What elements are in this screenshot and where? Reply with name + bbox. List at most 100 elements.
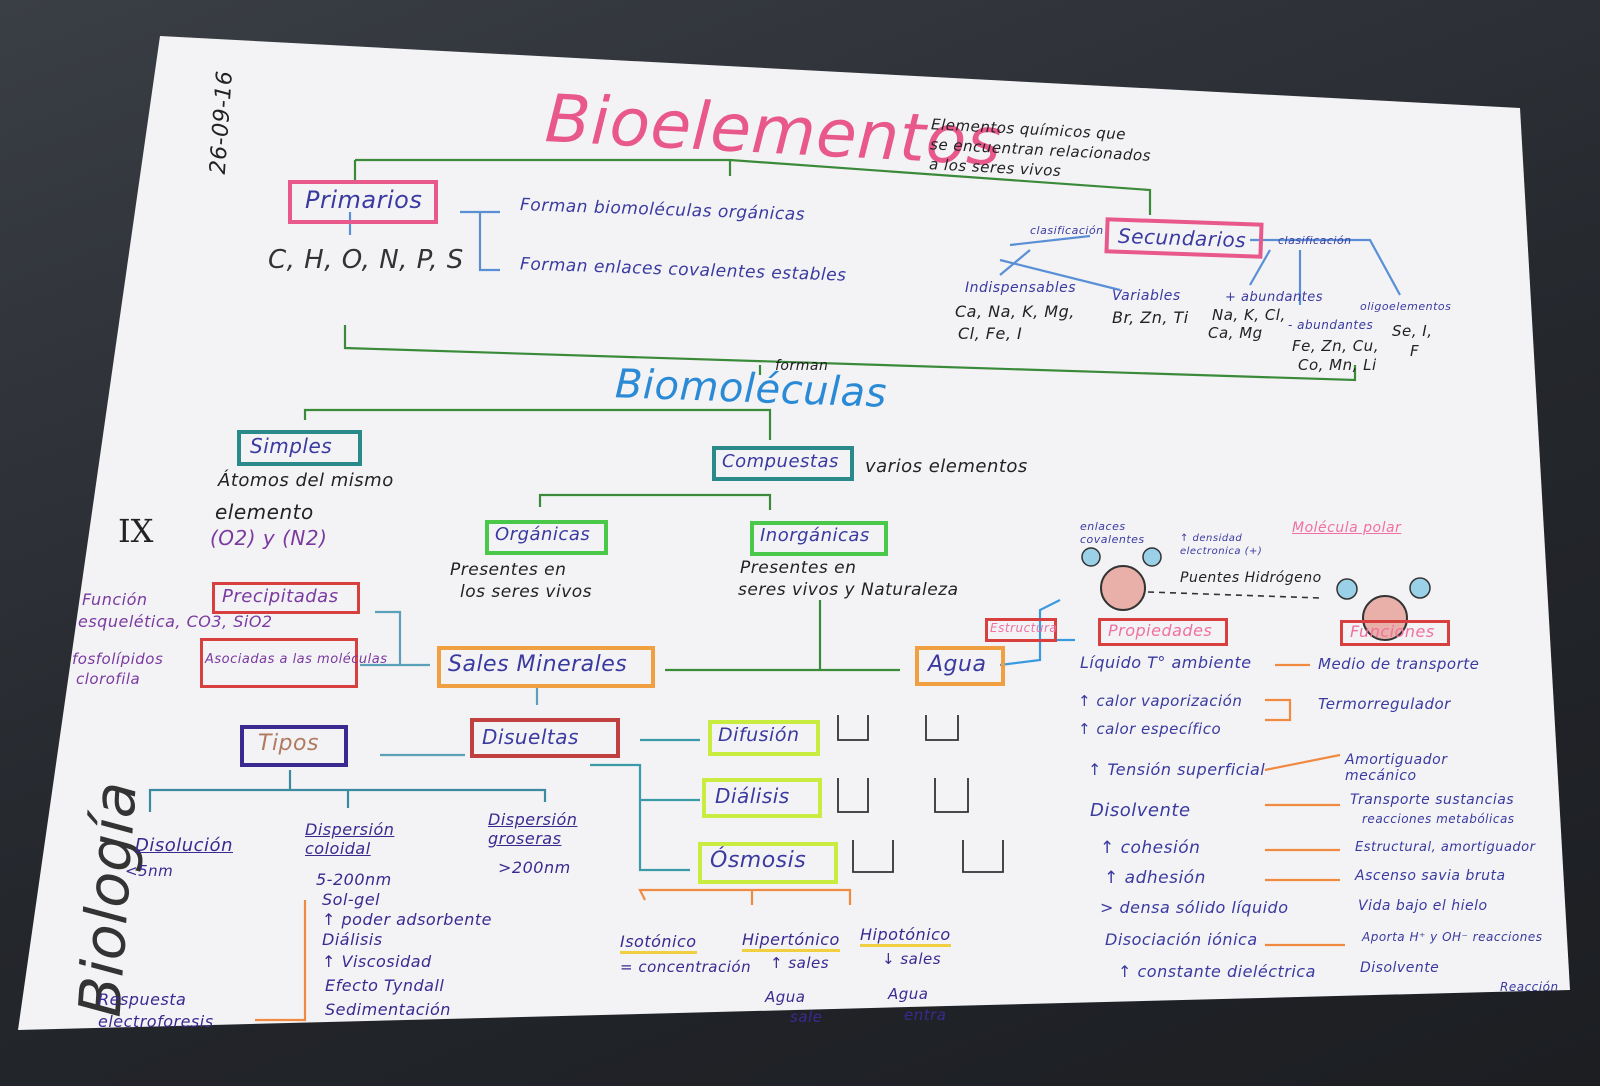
respuesta-note: electroforesis (98, 1012, 214, 1031)
estructura-box (985, 618, 1057, 642)
inorganicas-note-2: seres vivos y Naturaleza (738, 580, 959, 600)
water-property: Disociación iónica (1105, 930, 1258, 949)
water-property: ↑ cohesión (1100, 838, 1201, 858)
simples-box (237, 430, 362, 466)
compuestas-label: Compuestas (722, 451, 839, 472)
beaker-icons (837, 715, 1004, 873)
hipertonico-label: Hipertónico (742, 930, 840, 952)
agua-box (915, 646, 1005, 686)
water-function: Vida bajo el hielo (1358, 898, 1488, 914)
tipos-box (240, 725, 348, 767)
compuestas-note: varios elementos (865, 456, 1028, 477)
osmosis-label: Ósmosis (710, 848, 807, 873)
group-oligoelementos-items: Se, I, (1392, 322, 1433, 340)
simples-note-3: (O2) y (N2) (210, 526, 328, 550)
water-function: reacciones metabólicas (1362, 812, 1515, 826)
water-function: Ascenso savia bruta (1355, 868, 1506, 884)
inorganicas-note-1: Presentes en (740, 558, 857, 578)
simples-note-2: elemento (215, 500, 314, 524)
water-function: Estructural, amortiguador (1355, 840, 1536, 855)
agua-label: Agua (928, 652, 987, 677)
asociadas-label: Asociadas a las moléculas (205, 652, 388, 667)
coloidal-prop: Efecto Tyndall (325, 976, 445, 995)
inorganicas-label: Inorgánicas (760, 525, 870, 546)
water-molecule-left (1081, 547, 1162, 611)
simples-note-1: Átomos del mismo (218, 470, 394, 491)
connector-lines (148, 158, 1401, 1022)
organicas-box (485, 520, 608, 555)
organicas-note-2: los seres vivos (460, 582, 593, 602)
asociadas-note-2: clorofila (76, 670, 141, 688)
group-oligoelementos-items: F (1410, 342, 1420, 360)
roman-numeral: IX (118, 512, 154, 550)
water-property: ↑ calor vaporización (1078, 692, 1243, 710)
compuestas-box (712, 446, 854, 481)
water-function: Reacción (1500, 980, 1559, 994)
biomoleculas-title: Biomoléculas (614, 361, 888, 417)
group-variables-items: Br, Zn, Ti (1112, 308, 1189, 327)
enlaces-label: enlaces covalentes (1080, 520, 1145, 546)
sales-minerales-box (437, 646, 655, 688)
hipertonico-note: sale (790, 1008, 823, 1026)
electronica-label: electronica (+) (1180, 546, 1263, 557)
water-function: Disolvente (1360, 960, 1440, 976)
secundarios-label: Secundarios (1117, 223, 1247, 253)
organicas-label: Orgánicas (495, 524, 591, 545)
coloidal-prop: Sol-gel (322, 890, 381, 909)
primarios-label: Primarios (305, 186, 423, 214)
group-variables: Variables (1112, 288, 1181, 304)
dispersion-coloidal-label: Dispersión coloidal (305, 820, 395, 858)
precipitadas-box (212, 582, 360, 614)
water-molecule-right (1336, 577, 1431, 641)
funcion-note: esquelética, CO3, SiO2 (78, 612, 273, 631)
disueltas-box (470, 718, 620, 758)
dispersion-groseras-size: >200nm (498, 858, 571, 877)
coloidal-prop: ↑ poder adsorbente (322, 910, 493, 929)
organicas-note-1: Presentes en (450, 560, 567, 580)
disueltas-label: Disueltas (482, 725, 579, 749)
disolucion-label: Disolución (135, 835, 233, 856)
group-mas-abundantes-items: Na, K, Cl, (1212, 306, 1286, 324)
isotonico-label: Isotónico (620, 932, 697, 954)
funcion-label: Función (82, 590, 148, 609)
molecula-polar-label: Molécula polar (1292, 520, 1402, 536)
paper-sheet (18, 36, 1570, 1030)
tipos-label: Tipos (258, 731, 319, 756)
estructura-label: Estructura (990, 621, 1058, 635)
water-property: > densa sólido líquido (1100, 898, 1289, 917)
coloidal-prop: Sedimentación (325, 1000, 451, 1019)
hipertonico-note: Agua (765, 988, 806, 1006)
primarios-box (288, 180, 438, 224)
secundarios-left-tag: clasificación (1030, 224, 1104, 237)
dialisis-label: Diálisis (715, 784, 790, 808)
densidad-label: ↑ densidad (1180, 533, 1243, 544)
primarios-elements: C, H, O, N, P, S (268, 245, 464, 275)
group-mas-abundantes-items: Ca, Mg (1208, 324, 1263, 342)
water-function: Transporte sustancias (1350, 792, 1515, 808)
group-menos-abundantes-items: Co, Mn, Li (1298, 356, 1377, 374)
water-property: Disolvente (1090, 800, 1191, 821)
group-indispensables-items: Cl, Fe, I (958, 324, 1023, 343)
hipotonico-note: entra (904, 1006, 947, 1024)
water-function: Medio de transporte (1318, 655, 1480, 673)
respuesta-label: Respuesta (98, 990, 187, 1009)
disolucion-size: <5nm (125, 862, 174, 880)
water-function: Aporta H⁺ y OH⁻ reacciones (1362, 930, 1543, 944)
asociadas-note-1: fosfolípidos (72, 650, 164, 668)
coloidal-prop: Diálisis (322, 930, 383, 949)
group-menos-abundantes: - abundantes (1288, 318, 1374, 332)
hipotonico-note: Agua (888, 985, 929, 1003)
water-property: ↑ Tensión superficial (1088, 760, 1266, 779)
inorganicas-box (750, 521, 888, 556)
osmosis-box (698, 842, 838, 884)
water-property: ↑ constante dieléctrica (1118, 962, 1316, 981)
group-mas-abundantes: + abundantes (1225, 290, 1324, 305)
water-property: ↑ adhesión (1104, 868, 1206, 888)
secundarios-right-tag: clasificación (1278, 234, 1352, 247)
hipotonico-label: Hipotónico (860, 925, 951, 947)
dialisis-box (702, 778, 822, 818)
water-function: Amortiguador mecánico (1345, 752, 1448, 784)
sales-minerales-label: Sales Minerales (448, 652, 628, 677)
